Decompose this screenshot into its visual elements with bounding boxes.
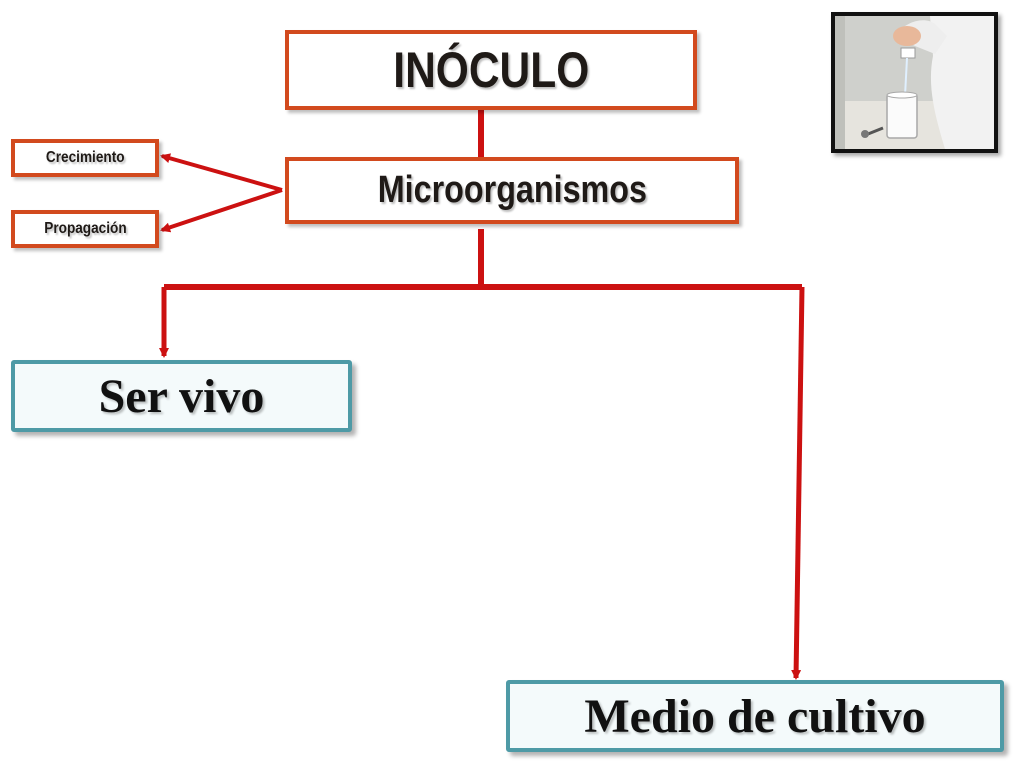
crecimiento-label: Crecimiento	[45, 149, 125, 166]
arrow-to-propagacion	[160, 188, 283, 233]
root-node-inoculo: INÓCULO	[285, 30, 697, 110]
arrow-to-medio-cultivo	[791, 286, 805, 680]
node-medio-de-cultivo: Medio de cultivo	[506, 680, 1004, 752]
node-crecimiento: Crecimiento	[11, 139, 159, 177]
ser-vivo-label: Ser vivo	[98, 369, 265, 423]
node-microorganismos: Microorganismos	[285, 157, 739, 224]
node-propagacion: Propagación	[11, 210, 159, 248]
lab-photo-icon	[831, 12, 998, 153]
arrow-to-crecimiento	[160, 153, 283, 192]
propagacion-label: Propagación	[43, 220, 127, 237]
microorganismos-label: Microorganismos	[377, 169, 647, 211]
node-ser-vivo: Ser vivo	[11, 360, 352, 432]
medio-de-cultivo-label: Medio de cultivo	[584, 689, 926, 743]
root-node-label: INÓCULO	[393, 42, 589, 98]
lab-photo-illustration	[835, 16, 994, 149]
